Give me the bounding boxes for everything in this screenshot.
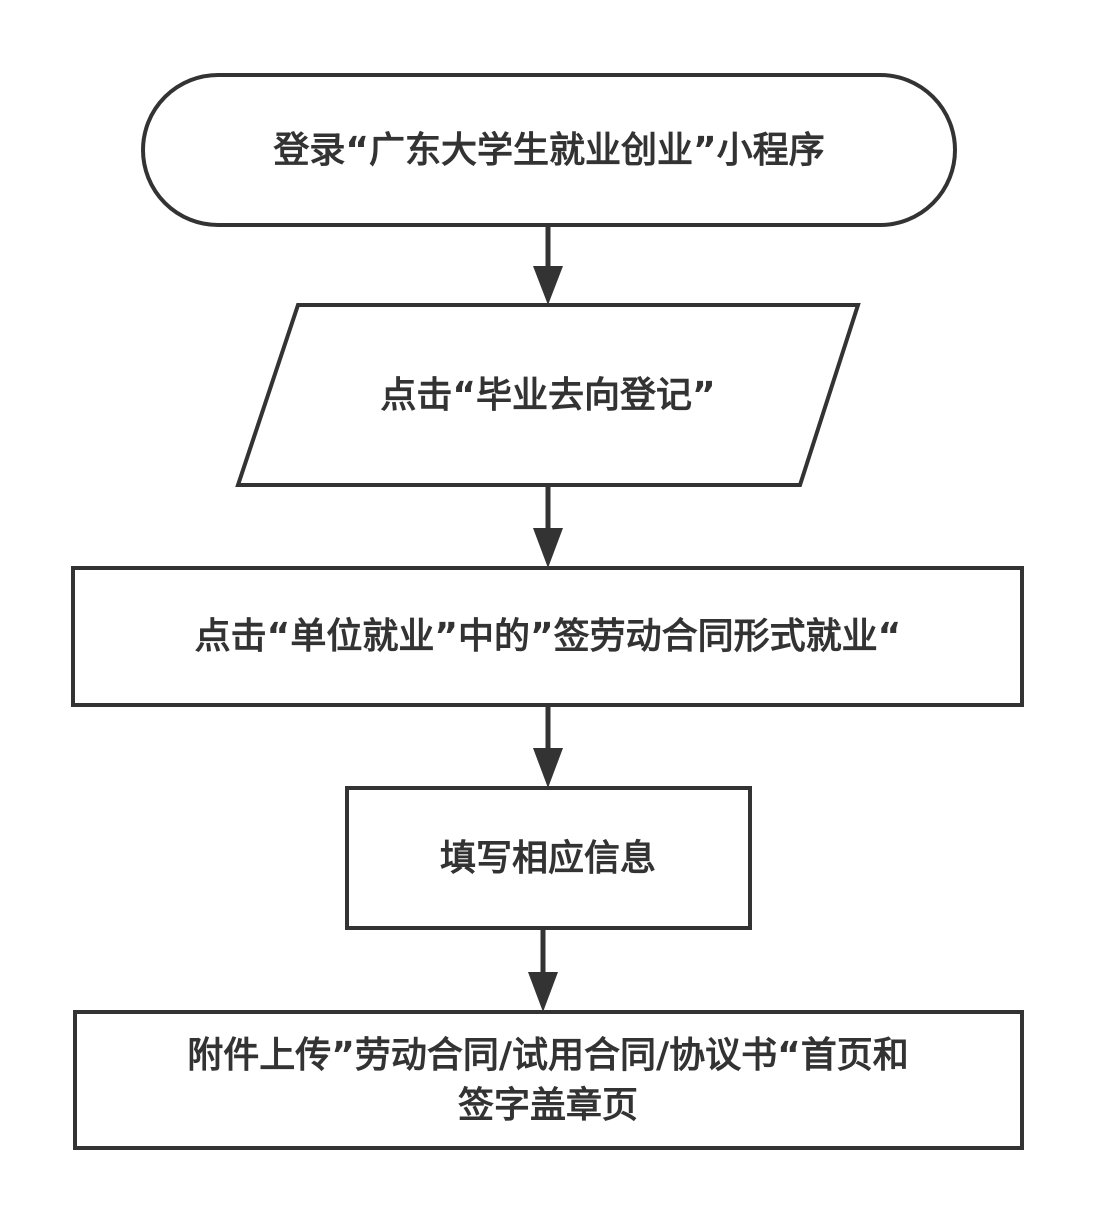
step-click-graduation-registration: 点击“毕业去向登记” <box>235 303 861 487</box>
step-label: 点击“毕业去向登记” <box>380 375 715 416</box>
arrow-head-icon <box>533 266 563 305</box>
step-label: 填写相应信息 <box>440 838 656 879</box>
process-shape <box>73 1010 1024 1150</box>
step-label: 登录“广东大学生就业创业”小程序 <box>272 129 824 171</box>
arrow-2 <box>533 485 563 568</box>
process-shape <box>71 566 1024 707</box>
step-label-line-2: 签字盖章页 <box>458 1084 638 1126</box>
arrow-head-icon <box>528 972 558 1012</box>
input-output-shape <box>235 303 861 487</box>
step-login-mini-program: 登录“广东大学生就业创业”小程序 <box>141 73 957 227</box>
step-upload-attachments: 附件上传”劳动合同/试用合同/协议书“首页和 签字盖章页 <box>73 1010 1024 1150</box>
step-label-line-1: 附件上传”劳动合同/试用合同/协议书“首页和 <box>187 1035 909 1076</box>
arrow-3 <box>533 705 563 788</box>
step-label: 点击“单位就业”中的”签劳动合同形式就业“ <box>195 616 902 657</box>
arrow-head-icon <box>533 528 563 568</box>
process-shape <box>345 786 752 930</box>
arrow-1 <box>533 225 563 305</box>
step-click-unit-employment: 点击“单位就业”中的”签劳动合同形式就业“ <box>71 566 1024 707</box>
arrow-4 <box>528 928 558 1012</box>
arrow-head-icon <box>533 748 563 788</box>
step-fill-information: 填写相应信息 <box>345 786 752 930</box>
